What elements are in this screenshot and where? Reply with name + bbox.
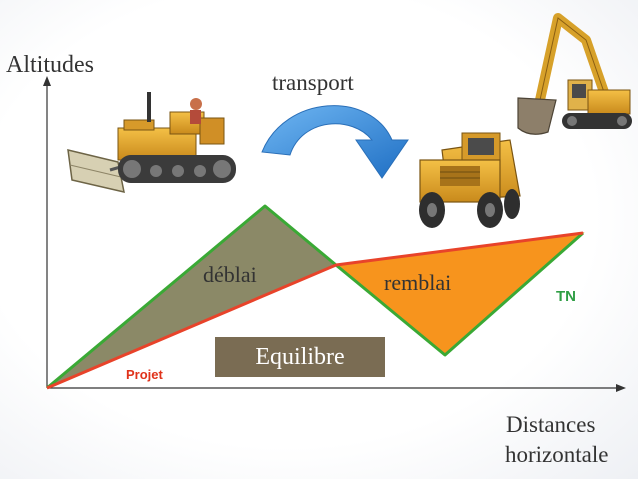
equilibre-label: Equilibre (255, 343, 345, 370)
y-axis (43, 76, 51, 388)
projet-line (46, 231, 584, 390)
curved-arrow-icon (261, 105, 409, 179)
x-axis (47, 384, 626, 392)
deblai-label: déblai (203, 262, 257, 287)
projet-label: Projet (126, 367, 164, 382)
dump-truck-icon (419, 132, 521, 228)
x-axis-label-line2: horizontale (505, 442, 608, 467)
tn-label: TN (556, 288, 576, 305)
transport-label: transport (272, 70, 354, 95)
bulldozer-icon (67, 92, 236, 193)
equilibre-box: Equilibre (215, 337, 385, 377)
x-axis-label-line1: Distances (506, 412, 595, 437)
y-axis-label: Altitudes (6, 52, 94, 78)
excavator-icon (517, 13, 632, 135)
remblai-label: remblai (384, 270, 451, 295)
